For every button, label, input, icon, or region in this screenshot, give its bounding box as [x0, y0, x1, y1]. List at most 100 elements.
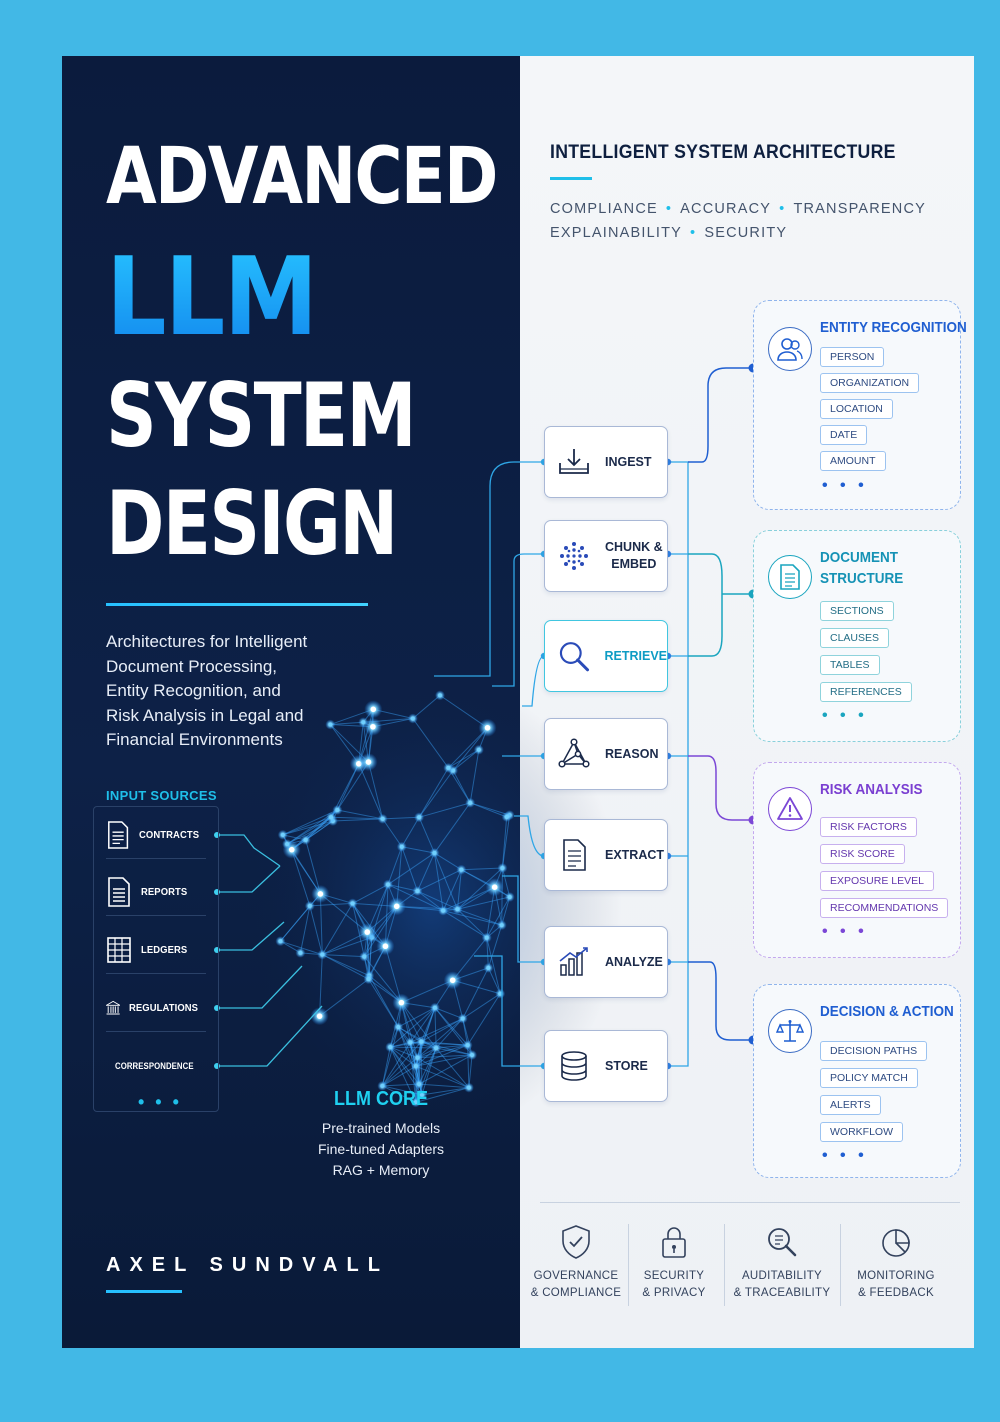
network-link	[387, 846, 403, 885]
document-icon	[768, 555, 812, 599]
network-link	[381, 1046, 391, 1087]
title-divider	[106, 603, 368, 606]
chip: DECISION PATHS	[820, 1041, 928, 1061]
network-link	[417, 1018, 464, 1059]
network-node	[500, 866, 505, 870]
network-link	[486, 937, 501, 994]
input-sources-more: • • •	[138, 1092, 182, 1112]
network-link	[417, 890, 444, 912]
network-link	[452, 937, 488, 981]
network-link	[401, 817, 420, 847]
step-extract: EXTRACT	[544, 819, 668, 891]
network-node	[281, 833, 285, 837]
network-link	[442, 910, 488, 939]
network-link	[434, 802, 471, 854]
network-link	[400, 1002, 418, 1058]
network-link	[469, 749, 480, 803]
input-item-contracts: CONTRACTS	[106, 811, 206, 859]
network-link	[421, 1041, 473, 1056]
network-link	[320, 893, 368, 933]
network-node	[455, 907, 460, 912]
panel-more: • • •	[822, 707, 868, 724]
network-link	[421, 1018, 463, 1043]
panel-entity-recognition: ENTITY RECOGNITION PERSON ORGANIZATION L…	[753, 300, 967, 510]
network-node	[303, 838, 308, 842]
network-link	[322, 954, 369, 980]
input-item-label: REGULATIONS	[129, 1001, 199, 1014]
step-label: RETRIEVE	[604, 648, 667, 663]
network-node	[380, 1084, 385, 1088]
tag: EXPLAINABILITY	[550, 225, 683, 241]
footer-label-line: & TRACEABILITY	[733, 1287, 831, 1299]
network-link	[305, 839, 321, 895]
footer-label-line: & PRIVACY	[642, 1287, 706, 1299]
network-link	[382, 1085, 423, 1096]
subtitle: Architectures for Intelligent Document P…	[106, 630, 346, 753]
step-label: EXTRACT	[605, 847, 665, 862]
chip: LOCATION	[820, 399, 893, 419]
footer-label-line: & FEEDBACK	[858, 1287, 934, 1299]
graph-nodes-icon	[558, 738, 590, 768]
panel-risk-analysis: RISK ANALYSIS RISK FACTORS RISK SCORE EX…	[753, 762, 961, 958]
network-link	[435, 1018, 464, 1049]
network-link	[389, 1046, 417, 1067]
ledger-icon	[107, 936, 131, 963]
network-node	[415, 889, 420, 893]
network-node	[328, 722, 333, 727]
network-node	[278, 939, 283, 943]
network-node	[499, 923, 504, 927]
network-link	[419, 1083, 469, 1089]
footer-auditability: AUDITABILITY & TRACEABILITY	[730, 1224, 834, 1302]
chip: ALERTS	[820, 1095, 881, 1115]
network-link	[468, 1054, 473, 1088]
network-node	[361, 720, 366, 725]
network-link	[462, 993, 501, 1019]
footer-monitoring: MONITORING & FEEDBACK	[844, 1224, 948, 1302]
llm-core-line: Pre-trained Models	[321, 1120, 441, 1136]
network-link	[417, 890, 458, 910]
input-item-ledgers: LEDGERS	[106, 926, 206, 974]
document-icon	[563, 839, 586, 871]
scales-icon	[768, 1009, 812, 1053]
input-item-label: LEDGERS	[141, 943, 188, 956]
network-link	[486, 937, 489, 968]
network-link	[443, 910, 502, 926]
architecture-heading-rule	[550, 177, 592, 180]
footer-label-line: MONITORING	[857, 1270, 935, 1282]
network-link	[401, 846, 418, 892]
network-link	[330, 721, 364, 726]
network-link	[319, 893, 323, 955]
network-node	[316, 1013, 323, 1019]
panel-more: • • •	[822, 1147, 868, 1164]
step-label: REASON	[605, 746, 659, 761]
network-link	[467, 1045, 470, 1088]
panel-decision-action: DECISION & ACTION DECISION PATHS POLICY …	[753, 984, 961, 1178]
network-node	[484, 724, 491, 731]
network-link	[456, 869, 462, 910]
input-item-label: REPORTS	[141, 885, 188, 898]
network-node	[420, 1093, 424, 1097]
network-link	[448, 749, 480, 769]
network-link	[434, 852, 462, 871]
step-label-line: EMBED	[611, 557, 657, 571]
network-link	[433, 852, 444, 911]
footer-governance: GOVERNANCE & COMPLIANCE	[524, 1224, 628, 1302]
network-node	[414, 1064, 418, 1068]
network-link	[280, 940, 323, 956]
chip: RISK SCORE	[820, 844, 905, 864]
database-icon	[561, 1051, 587, 1081]
network-node	[438, 693, 442, 698]
network-link	[322, 954, 370, 977]
network-node	[370, 723, 376, 730]
network-node	[350, 901, 355, 906]
network-link	[442, 869, 462, 911]
network-link	[462, 967, 489, 1019]
panel-title-line: DOCUMENT	[820, 549, 899, 566]
network-link	[421, 1087, 469, 1096]
network-link	[309, 905, 323, 955]
network-link	[305, 816, 332, 841]
network-node	[380, 817, 385, 821]
network-node	[446, 766, 451, 770]
network-link	[382, 1083, 420, 1087]
